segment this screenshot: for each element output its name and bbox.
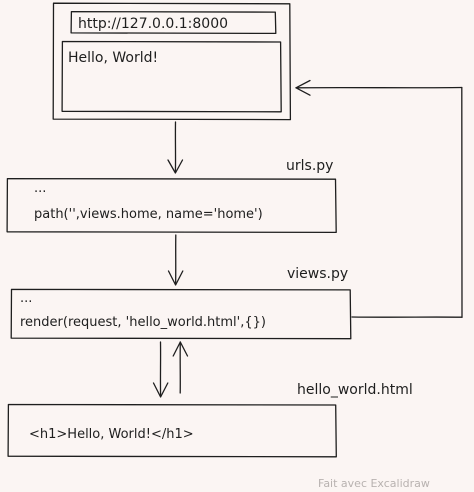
urls-file-label: urls.py — [286, 158, 333, 174]
urls-frame — [6, 177, 337, 234]
url-text: http://127.0.0.1:8000 — [78, 16, 228, 32]
template-file-label: hello_world.html — [297, 382, 413, 398]
views-code: render(request, 'hello_world.html',{}) — [20, 315, 266, 330]
views-frame — [10, 288, 352, 340]
browser-window: http://127.0.0.1:8000 Hello, World! — [52, 2, 292, 121]
arrow-template-to-views — [172, 341, 189, 394]
urls-ellipsis: ... — [34, 181, 46, 196]
browser-frame — [52, 2, 292, 121]
arrow-urls-to-views — [167, 234, 184, 286]
urls-box: urls.py ... path('',views.home, name='ho… — [6, 158, 337, 234]
watermark: Fait avec Excalidraw — [318, 477, 430, 490]
address-bar — [70, 10, 277, 35]
template-code: <h1>Hello, World!</h1> — [29, 427, 194, 442]
views-box: views.py ... render(request, 'hello_worl… — [10, 266, 352, 340]
views-ellipsis: ... — [20, 291, 32, 306]
urls-code: path('',views.home, name='home') — [34, 207, 263, 222]
page-content-area — [61, 40, 282, 113]
arrow-views-to-browser — [295, 79, 463, 318]
page-content-text: Hello, World! — [68, 50, 158, 66]
views-file-label: views.py — [287, 266, 348, 282]
template-frame — [7, 403, 337, 458]
template-box: hello_world.html <h1>Hello, World!</h1> — [7, 382, 413, 458]
arrow-browser-to-urls — [167, 121, 184, 174]
arrow-views-to-template — [152, 341, 169, 398]
